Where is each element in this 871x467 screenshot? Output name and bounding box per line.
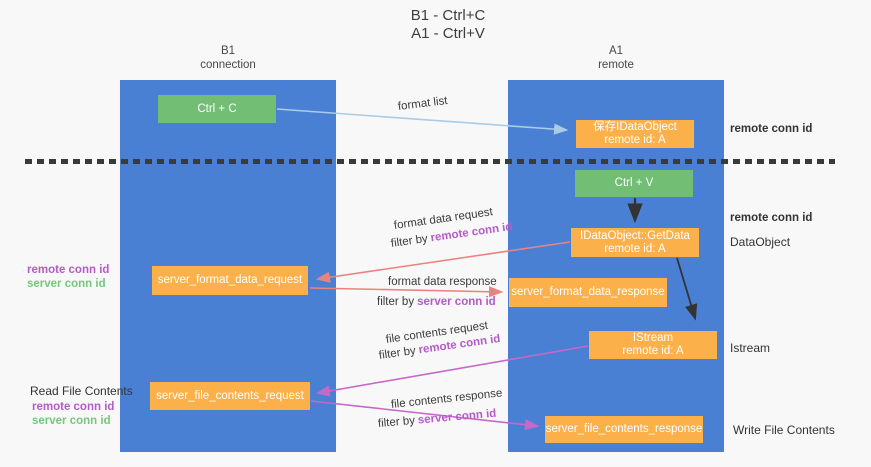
remote-conn-id-annotation-top: remote conn id (730, 123, 813, 135)
save-idataobject-box: 保存IDataObject remote id: A (576, 120, 694, 148)
format-data-response-arrow (309, 286, 504, 298)
left-conn-ids-annotation: remote conn id server conn id (27, 263, 109, 291)
diagram-title: B1 - Ctrl+C A1 - Ctrl+V (308, 7, 588, 43)
left-conn-ids-annotation-bottom: remote conn id server conn id (32, 400, 114, 428)
lane-name: B1 (220, 45, 236, 57)
lane-role: connection (200, 59, 256, 71)
server-file-contents-response-box: server_file_contents_response (545, 416, 703, 443)
remote-conn-id-text: remote conn id (32, 401, 115, 413)
write-file-contents-annotation: Write File Contents (733, 423, 835, 437)
format-request-label: server_format_data_request (157, 274, 303, 286)
istream-annotation: Istream (730, 341, 771, 355)
istream-box: IStream remote id: A (589, 331, 717, 359)
server-conn-id-text: server conn id (32, 415, 111, 427)
filter-by-text: filter by (390, 232, 429, 250)
server-format-data-response-box: server_format_data_response (509, 278, 667, 307)
lane-header-b1: B1 connection (168, 44, 288, 72)
filter-by-text: filter by (378, 344, 417, 362)
dataobject-annotation: DataObject (730, 235, 791, 249)
file-contents-response-label: file contents response (390, 387, 503, 411)
file-response-label: server_file_contents_response (545, 423, 703, 435)
getdata-line2: remote id: A (604, 242, 666, 255)
save-idataobject-line2: remote id: A (604, 134, 666, 146)
server-conn-id-text: server conn id (417, 296, 496, 308)
server-conn-id-text: server conn id (417, 407, 497, 427)
server-file-contents-request-box: server_file_contents_request (150, 382, 310, 410)
read-file-contents-annotation: Read File Contents (30, 384, 133, 398)
ctrl-v-label: Ctrl + V (614, 177, 654, 189)
istream-line1: IStream (632, 332, 674, 344)
getdata-line1: IDataObject::GetData (580, 229, 690, 242)
remote-conn-id-annotation-mid: remote conn id (730, 212, 813, 224)
server-format-data-request-box: server_format_data_request (152, 266, 308, 295)
save-idataobject-line1: 保存IDataObject (593, 121, 677, 133)
remote-conn-id-text: remote conn id (27, 264, 110, 276)
server-conn-id-text: server conn id (27, 278, 106, 290)
ctrl-c-box: Ctrl + C (158, 95, 276, 123)
idataobject-getdata-box: IDataObject::GetData remote id: A (571, 228, 699, 257)
filter-by-text: filter by (377, 414, 416, 430)
lane-header-a1: A1 remote (556, 44, 676, 72)
filter-by-text: filter by (377, 296, 415, 308)
lane-name: A1 (608, 45, 624, 57)
ctrl-c-label: Ctrl + C (197, 102, 237, 115)
format-response-label: server_format_data_response (511, 286, 665, 298)
lane-role: remote (598, 59, 634, 71)
file-request-label: server_file_contents_request (156, 389, 304, 402)
format-data-response-label: format data response (388, 276, 497, 288)
ctrl-v-box: Ctrl + V (575, 170, 693, 197)
format-list-label: format list (397, 94, 449, 113)
title-line-2: A1 - Ctrl+V (411, 25, 485, 42)
session-divider-dashed-line (25, 159, 835, 164)
title-line-1: B1 - Ctrl+C (410, 7, 486, 24)
istream-line2: remote id: A (622, 345, 684, 357)
